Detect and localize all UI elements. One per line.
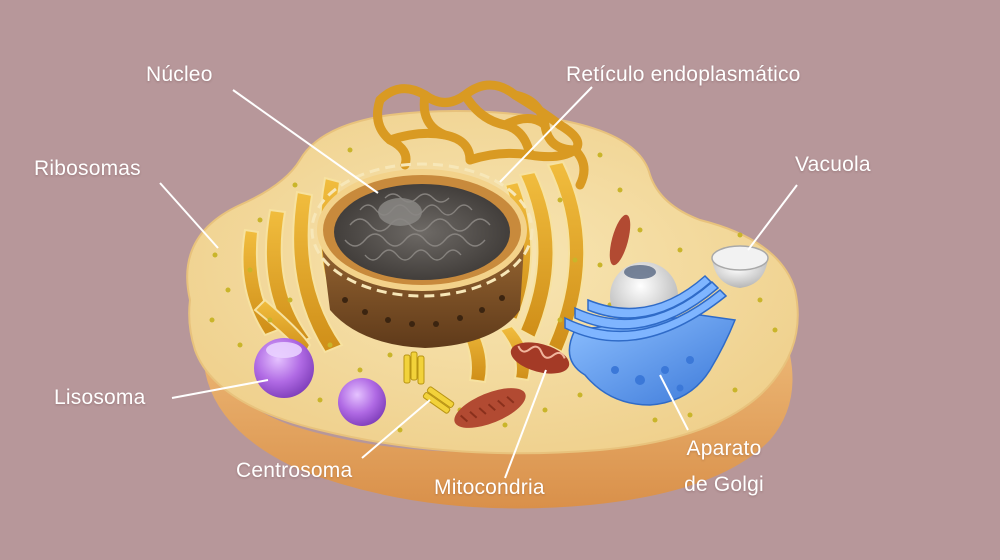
label-ribosomas: Ribosomas [34,157,141,180]
leader-nucleo [232,89,379,194]
label-golgi-line1: Aparato [686,437,762,460]
mitochondrion-3 [609,214,631,266]
leader-mitocondria [504,369,547,479]
leader-lines [159,86,798,479]
label-lisosoma: Lisosoma [54,386,146,409]
mitochondrion-1 [510,342,570,374]
label-nucleo: Núcleo [146,63,213,86]
vacuole [711,245,769,288]
leader-vacuola [747,184,798,251]
lysosome-1 [254,338,314,398]
er-network [373,80,589,190]
label-reticulo-endoplasmatico: Retículo endoplasmático [566,63,801,86]
leader-centrosoma [361,399,431,459]
cell-membrane-side [203,310,793,509]
lysosome-2 [338,378,386,426]
label-centrosoma: Centrosoma [236,459,353,482]
leader-ribosomas [159,182,219,249]
label-aparato-de-golgi: Aparato de Golgi [676,436,772,498]
leader-golgi [659,374,689,431]
label-golgi-line2: de Golgi [684,473,764,496]
mitochondrion-2 [454,388,526,428]
golgi-apparatus [564,274,737,406]
centrosome [403,351,455,414]
leader-reticulo [499,86,593,183]
label-mitocondria: Mitocondria [434,476,545,499]
nucleus [310,162,534,348]
leader-lisosoma [171,379,269,399]
label-vacuola: Vacuola [795,153,871,176]
